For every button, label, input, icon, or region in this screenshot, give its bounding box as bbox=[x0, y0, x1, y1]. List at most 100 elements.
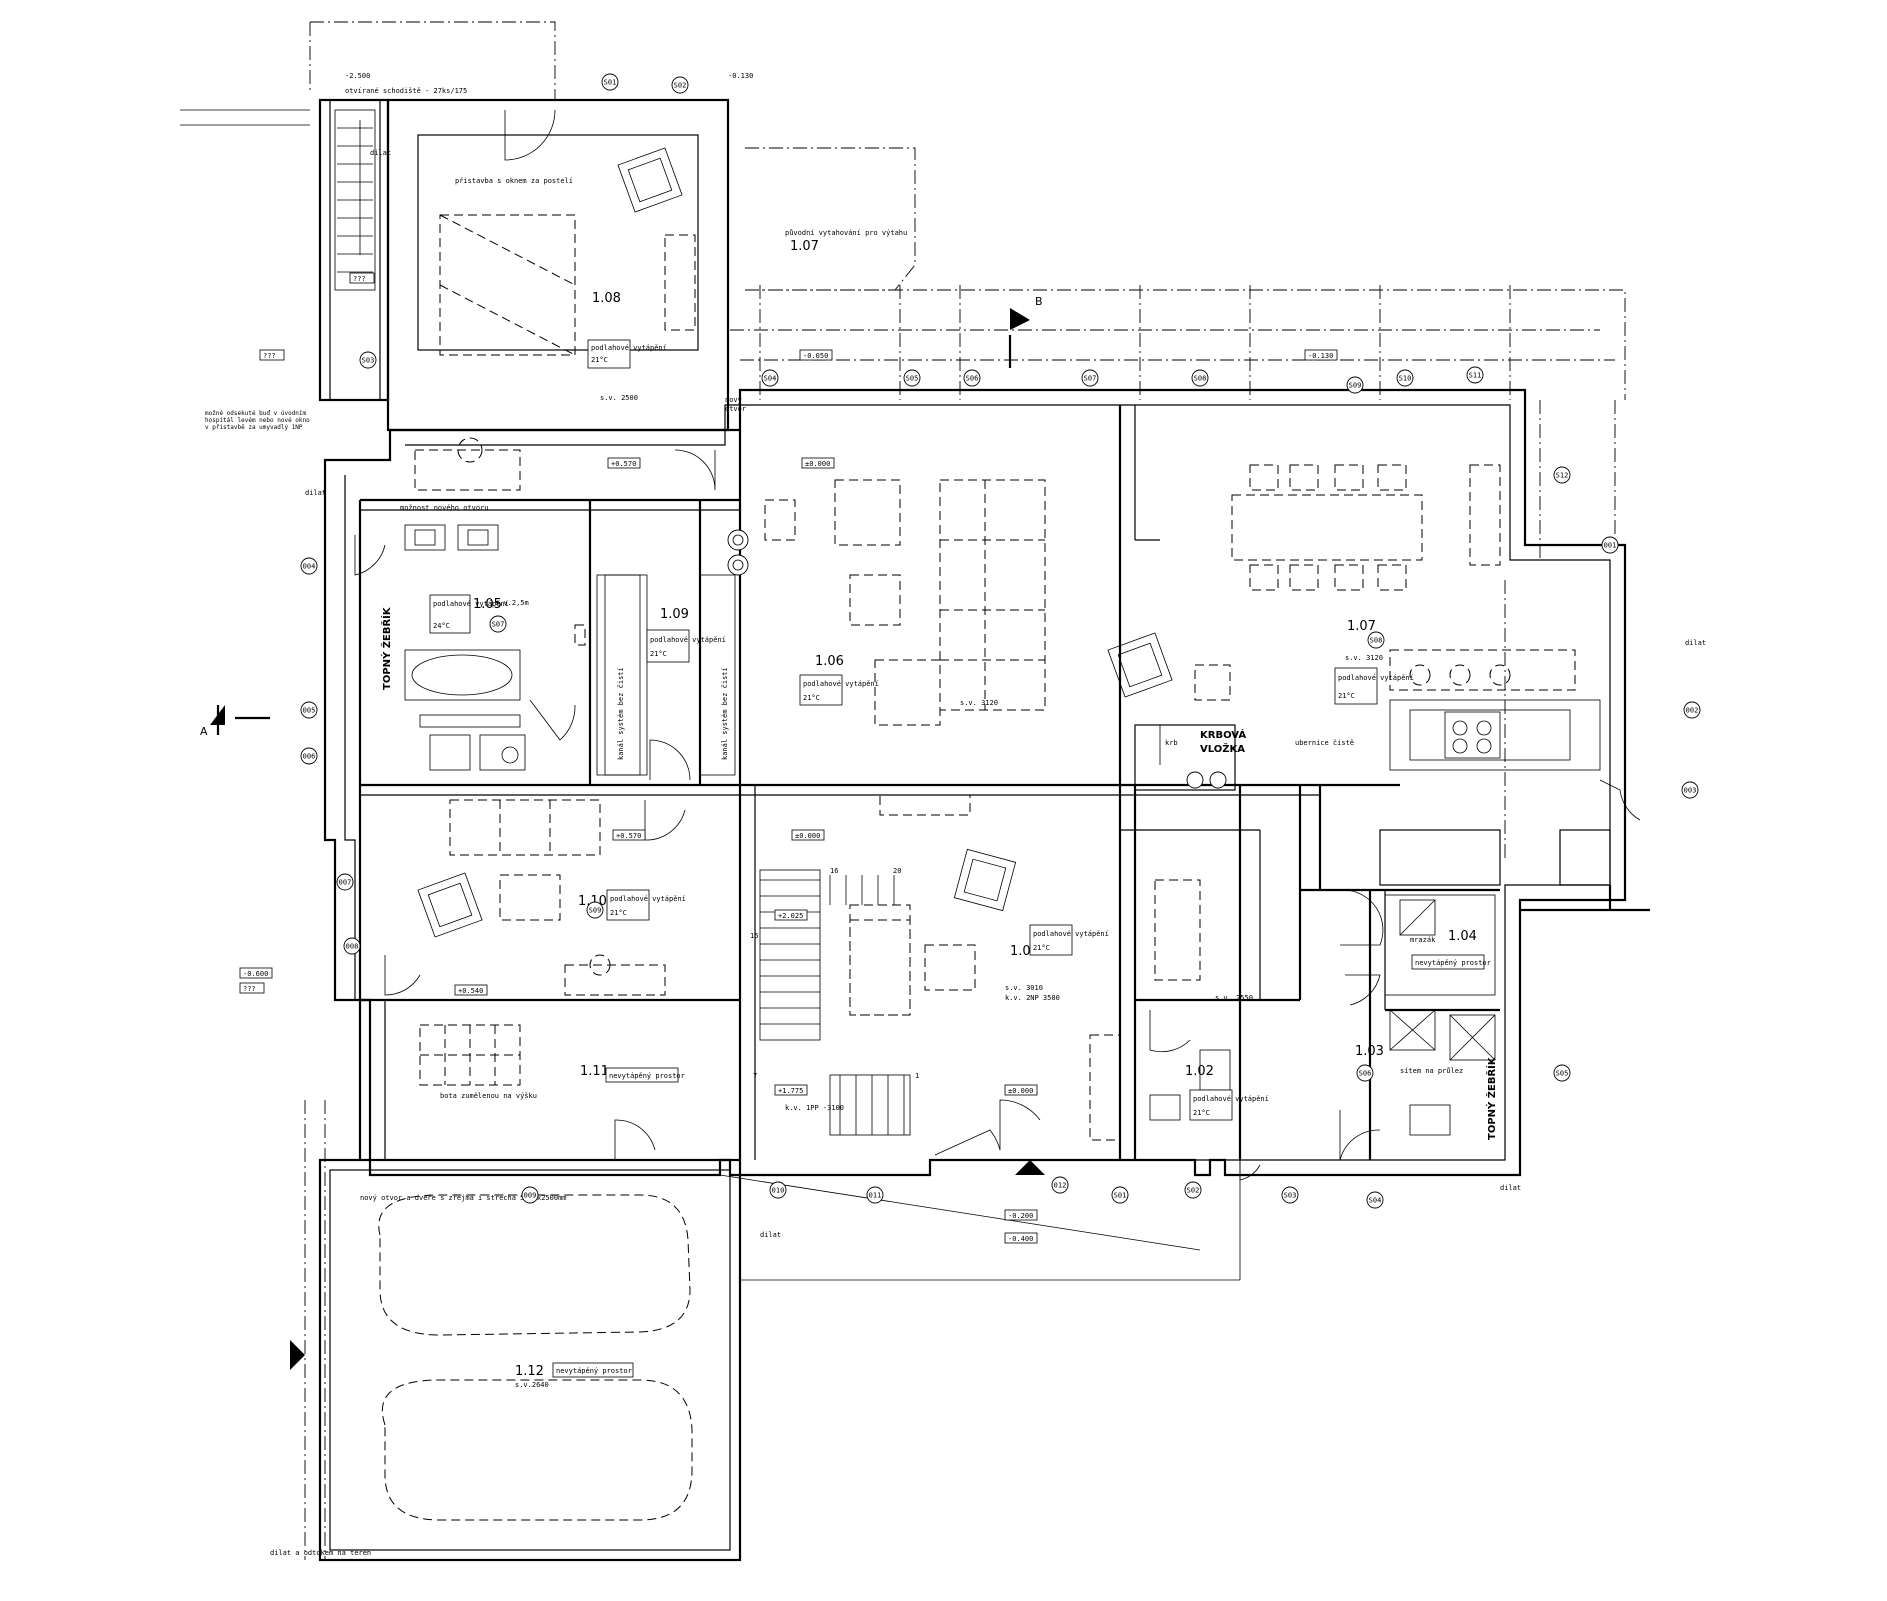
height2-1-01: k.v. 2NP 3500 bbox=[1005, 994, 1060, 1002]
element-tag-circle bbox=[489, 615, 507, 633]
element-tag-circle bbox=[300, 747, 318, 765]
element-tag-label: S03 bbox=[1284, 1192, 1297, 1200]
krb-label: krb bbox=[1165, 739, 1178, 747]
element-tag-circle bbox=[761, 369, 779, 387]
note-1-06: podlahové vytápění bbox=[803, 680, 879, 688]
stair-15: 15 bbox=[750, 932, 758, 940]
level-m0130: -0.130 bbox=[1308, 352, 1333, 360]
note-1-09: podlahové vytápění bbox=[650, 636, 726, 644]
element-tag-label: 008 bbox=[346, 943, 359, 951]
temp-1-09: 21°C bbox=[650, 650, 667, 658]
height-1-08: s.v. 2500 bbox=[600, 394, 638, 402]
element-tag-label: 002 bbox=[1686, 707, 1699, 715]
height-1-01: s.v. 3010 bbox=[1005, 984, 1043, 992]
element-tag-label: S10 bbox=[1399, 375, 1412, 383]
element-tag-circle bbox=[1191, 369, 1209, 387]
dilat-right: dilat bbox=[1685, 639, 1706, 647]
element-tag-label: 005 bbox=[303, 707, 316, 715]
section-a-label: A bbox=[200, 725, 208, 738]
element-tag-label: 009 bbox=[524, 1192, 537, 1200]
element-tag-circle bbox=[521, 1186, 539, 1204]
room-number-1-04: 1.04 bbox=[1448, 929, 1477, 944]
note-1-07-top: původní vytahování pro výtahu bbox=[785, 229, 907, 237]
level-0000-hall: ±0.000 bbox=[795, 832, 820, 840]
element-tag-label: S04 bbox=[764, 375, 777, 383]
element-tag-circle bbox=[1466, 366, 1484, 384]
room-number-1-11: 1.11 bbox=[580, 1064, 609, 1079]
element-tag-label: 007 bbox=[339, 879, 352, 887]
height-1-12: s.v.2640 bbox=[515, 1381, 549, 1389]
element-tag-label: S09 bbox=[1349, 382, 1362, 390]
possible-opening-note: možnost nového otvoru bbox=[400, 504, 489, 512]
element-tag-circle bbox=[1346, 376, 1364, 394]
room-number-1-02: 1.02 bbox=[1185, 1064, 1214, 1079]
fireplace-label-1: KRBOVÁ bbox=[1200, 728, 1246, 741]
towel-rail-right: TOPNÝ ŽEBŘÍK bbox=[1485, 1056, 1498, 1140]
walls bbox=[180, 98, 1650, 1562]
element-tag-circle bbox=[300, 701, 318, 719]
level-p0540: +0.540 bbox=[458, 987, 483, 995]
element-tag-circle bbox=[1553, 466, 1571, 484]
element-tag-label: S01 bbox=[1114, 1192, 1127, 1200]
room-number-1-03: 1.03 bbox=[1355, 1044, 1384, 1059]
note-1-12: nevytápěný prostor bbox=[556, 1367, 632, 1375]
dilat-left: dilat bbox=[305, 489, 326, 497]
note-1-02: podlahové vytápění bbox=[1193, 1095, 1269, 1103]
temp-1-05: 24°C bbox=[433, 622, 450, 630]
level-m0400: -0.400 bbox=[1008, 1235, 1033, 1243]
window-note-2: otvor bbox=[725, 405, 746, 413]
doors bbox=[354, 109, 1641, 1181]
element-tag-label: 012 bbox=[1054, 1182, 1067, 1190]
element-tag-label: 003 bbox=[1684, 787, 1697, 795]
furniture bbox=[378, 147, 1601, 1521]
element-tag-label: S08 bbox=[1194, 375, 1207, 383]
level-m0200: -0.200 bbox=[1008, 1212, 1033, 1220]
element-tag-circle bbox=[1356, 1064, 1374, 1082]
dilat-top: dilat bbox=[370, 149, 391, 157]
note-1-03: sítem na průlez bbox=[1400, 1067, 1463, 1075]
kanal-label-1: kanál systém bez čistí bbox=[617, 667, 625, 760]
note-1-05: podlahové vytápění bbox=[433, 600, 509, 608]
q-mark-stairs: ??? bbox=[353, 275, 366, 283]
element-tag-label: 004 bbox=[303, 563, 316, 571]
room-number-1-06: 1.06 bbox=[815, 654, 844, 669]
temp-1-08: 21°C bbox=[591, 356, 608, 364]
element-tag-circle bbox=[359, 351, 377, 369]
note-1-08: podlahové vytápění bbox=[591, 344, 667, 352]
element-tag-circle bbox=[1281, 1186, 1299, 1204]
element-tag-label: S02 bbox=[674, 82, 687, 90]
stair-steps bbox=[760, 875, 905, 1135]
element-tag-circle bbox=[1553, 1064, 1571, 1082]
element-tag-circle bbox=[963, 369, 981, 387]
fireplace-label-2: VLOŽKA bbox=[1200, 742, 1245, 755]
room-number-1-12: 1.12 bbox=[515, 1364, 544, 1379]
element-tag-label: S03 bbox=[362, 357, 375, 365]
garage-note: nový otvor a dveře s zřejmá i střecha 55… bbox=[360, 1194, 567, 1202]
element-tag-circle bbox=[671, 76, 689, 94]
element-tag-label: 011 bbox=[869, 1192, 882, 1200]
element-tag-circle bbox=[1367, 631, 1385, 649]
extra-1-04: mrazák bbox=[1410, 936, 1436, 944]
element-tag-label: 001 bbox=[1604, 542, 1617, 550]
level-0000-entry: ±0.000 bbox=[1008, 1087, 1033, 1095]
level-0570-mid: +0.570 bbox=[616, 832, 641, 840]
height-1-06: s.v. 3120 bbox=[960, 699, 998, 707]
level-m0050: -0.050 bbox=[803, 352, 828, 360]
level-top-left: -2.500 bbox=[345, 72, 370, 80]
element-tag-circle bbox=[601, 73, 619, 91]
height-1-02: s.v. 2550 bbox=[1215, 994, 1253, 1002]
dilat-bottom-right: dilat bbox=[1500, 1184, 1521, 1192]
q-mark-left: ??? bbox=[263, 352, 276, 360]
element-tag-circle bbox=[866, 1186, 884, 1204]
level-m0600: -0.600 bbox=[243, 970, 268, 978]
ubernice-label: ubernice čistě bbox=[1295, 739, 1354, 747]
element-tag-label: S06 bbox=[1359, 1070, 1372, 1078]
element-tag-circle bbox=[903, 369, 921, 387]
level-top-right: -0.130 bbox=[728, 72, 753, 80]
element-tag-label: 010 bbox=[772, 1187, 785, 1195]
outer-stairs bbox=[334, 109, 376, 291]
element-tag-label: S04 bbox=[1369, 1197, 1382, 1205]
stairs-1pp: k.v. 1PP -3100 bbox=[785, 1104, 844, 1112]
